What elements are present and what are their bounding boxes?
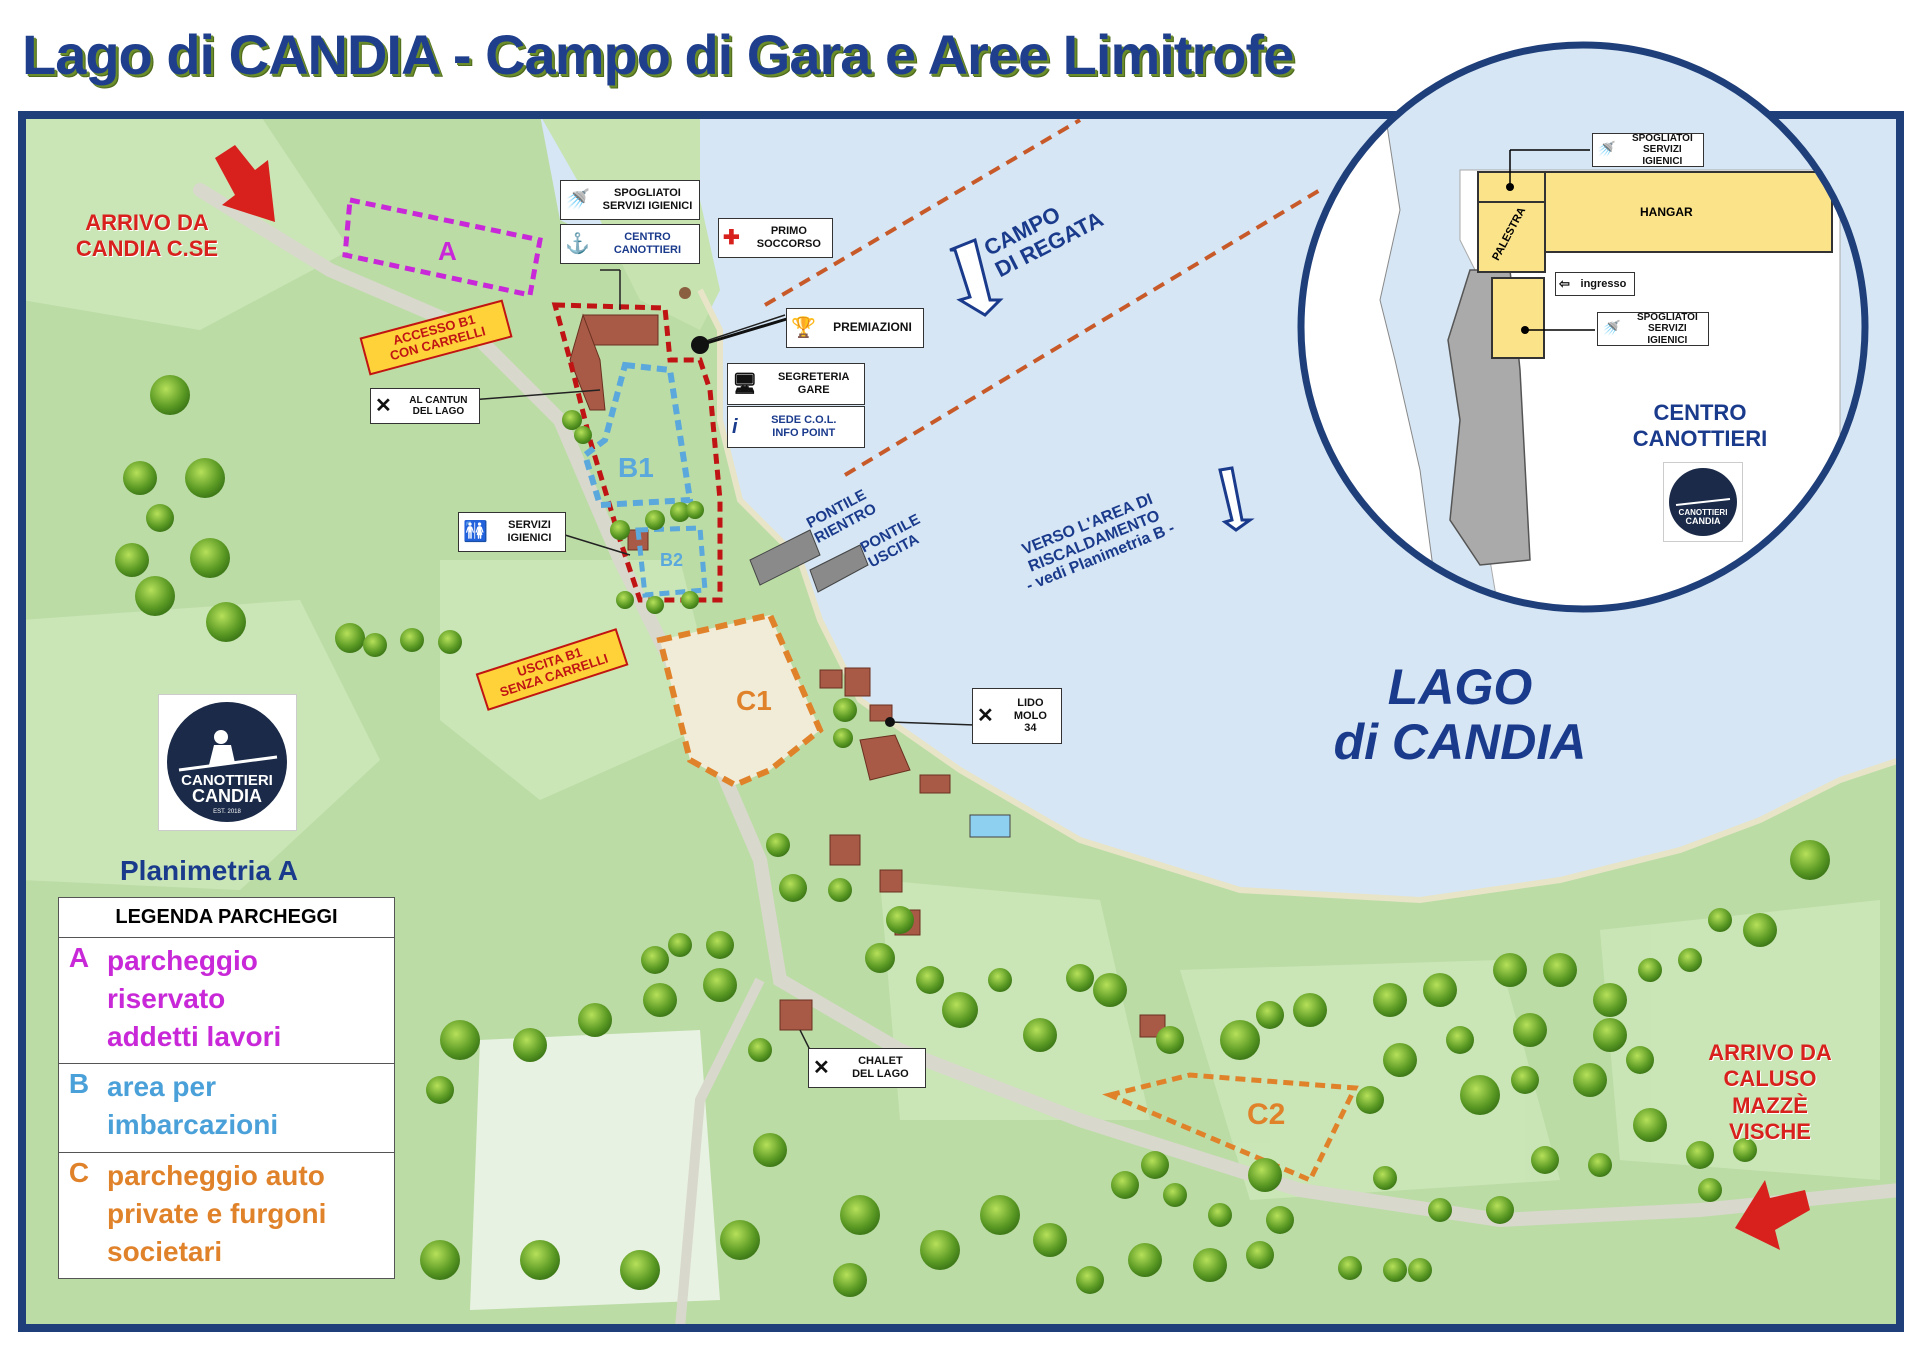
label-info-point: i SEDE C.O.L. INFO POINT: [727, 406, 865, 448]
label-servizi-igienici: 🚻 SERVIZI IGIENICI: [458, 512, 566, 552]
zone-c2-label: C2: [1247, 1098, 1286, 1131]
canottieri-candia-logo: CANOTTIERI CANDIA EST. 2018: [158, 694, 297, 831]
lido-point: [885, 717, 895, 727]
label-primo-soccorso: ✚ PRIMO SOCCORSO: [718, 218, 833, 258]
pontili: [749, 529, 869, 593]
inset-label-spogliatoi-top: 🚿 SPOGLIATOI SERVIZI IGIENICI: [1592, 133, 1704, 167]
zone-c1-outline: [656, 611, 824, 789]
inset-hangar-label: HANGAR: [1640, 205, 1693, 219]
arrival-candia-label: ARRIVO DA CANDIA C.SE: [75, 210, 219, 262]
trees: [115, 375, 1830, 1297]
buildings: [569, 313, 1166, 1038]
label-chalet: ✕ CHALET DEL LAGO: [808, 1048, 926, 1088]
shower-icon: 🚿: [1602, 320, 1621, 338]
label-segreteria: 🖥 SEGRETERIA GARE: [727, 363, 865, 405]
label-al-cantun: ✕ AL CANTUN DEL LAGO: [370, 388, 480, 424]
legend-key: A: [68, 942, 90, 973]
regatta-course: [763, 118, 1322, 477]
canottieri-logo-icon: CANOTTIERI CANDIA: [1669, 468, 1737, 536]
inset-ingresso-label: ⇦ ingresso: [1555, 272, 1635, 296]
legend-text: parcheggio auto private e furgoni societ…: [107, 1159, 327, 1267]
arrow-campo: [949, 237, 1004, 317]
premiazioni-arrow: [699, 316, 791, 347]
toilet-icon: 🚻: [463, 520, 488, 543]
zone-a-outline: [342, 196, 543, 298]
legend-text: parcheggio riservato addetti lavori: [107, 945, 282, 1052]
desk-icon: 🖥: [732, 372, 758, 395]
red-cross-icon: ✚: [723, 226, 740, 249]
main-road: [193, 183, 1900, 1228]
zone-c1-label: C1: [736, 685, 772, 716]
svg-text:CANOTTIERI: CANOTTIERI: [1679, 508, 1728, 517]
lake-name-label: LAGO di CANDIA: [1333, 659, 1587, 770]
svg-text:CANDIA: CANDIA: [1686, 516, 1721, 526]
clearing: [470, 1030, 720, 1310]
page-title: Lago di CANDIA - Campo di Gara e Aree Li…: [22, 23, 1294, 86]
info-icon: i: [732, 415, 738, 438]
zone-red-outline: [551, 302, 723, 603]
land-northwest: [540, 115, 720, 330]
zone-b2-outline: [635, 525, 708, 598]
label-centro-canottieri: ⚓ CENTRO CANOTTIERI: [560, 224, 700, 264]
legend-row-c: C parcheggio auto private e furgoni soci…: [59, 1153, 394, 1278]
inset-logo: CANOTTIERI CANDIA: [1663, 462, 1743, 542]
legend-key: B: [68, 1068, 90, 1100]
zone-a-label: A: [438, 236, 457, 266]
arrow-riscaldamento: [1218, 466, 1255, 532]
zone-b1-label: B1: [618, 452, 654, 483]
pool: [969, 814, 1011, 838]
svg-text:CANDIA: CANDIA: [192, 786, 262, 806]
podium-icon: 🏆: [791, 316, 816, 339]
zone-c2-outline: [1102, 1072, 1359, 1184]
legend-row-a: A parcheggio riservato addetti lavori: [59, 938, 394, 1065]
canottieri-logo-icon: ⚓: [565, 232, 590, 255]
map-frame: [18, 111, 1904, 1332]
restaurant-icon: ✕: [977, 704, 994, 727]
label-spogliatoi: 🚿 SPOGLIATOI SERVIZI IGIENICI: [560, 180, 700, 220]
arrival-caluso-label: ARRIVO DA CALUSO MAZZÈ VISCHE: [1708, 1040, 1832, 1145]
legend-key: C: [68, 1156, 90, 1188]
planimetria-label: Planimetria A: [120, 855, 298, 886]
shower-icon: 🚿: [1597, 141, 1616, 159]
small-building: [679, 287, 691, 299]
restaurant-icon: ✕: [813, 1056, 830, 1079]
legend-row-b: B area per imbarcazioni: [59, 1064, 394, 1153]
legend: LEGENDA PARCHEGGI A parcheggio riservato…: [58, 897, 395, 1280]
label-connectors: [469, 269, 976, 1051]
legend-text: area per imbarcazioni: [107, 1071, 279, 1141]
inset-label-spogliatoi-bottom: 🚿 SPOGLIATOI SERVIZI IGIENICI: [1597, 312, 1709, 346]
svg-text:EST. 2018: EST. 2018: [213, 809, 241, 815]
label-premiazioni: 🏆 PREMIAZIONI: [786, 308, 924, 348]
arrow-candia: [215, 145, 275, 222]
inset-centro-label: CENTRO CANOTTIERI: [1632, 400, 1768, 452]
side-road: [675, 977, 765, 1328]
label-lido-molo: ✕ LIDO MOLO 34: [972, 688, 1062, 744]
legend-header: LEGENDA PARCHEGGI: [59, 898, 394, 938]
zone-b1-outline: [581, 361, 694, 509]
arrow-left-icon: ⇦: [1559, 275, 1570, 291]
svg-text:CANOTTIERI: CANOTTIERI: [181, 772, 273, 789]
shore: [697, 288, 1900, 904]
arrow-caluso: [1735, 1180, 1810, 1250]
canottieri-logo-icon: CANOTTIERI CANDIA EST. 2018: [167, 702, 287, 822]
shower-icon: 🚿: [565, 188, 590, 211]
restaurant-icon: ✕: [375, 394, 392, 417]
zone-b2-label: B2: [660, 550, 684, 570]
